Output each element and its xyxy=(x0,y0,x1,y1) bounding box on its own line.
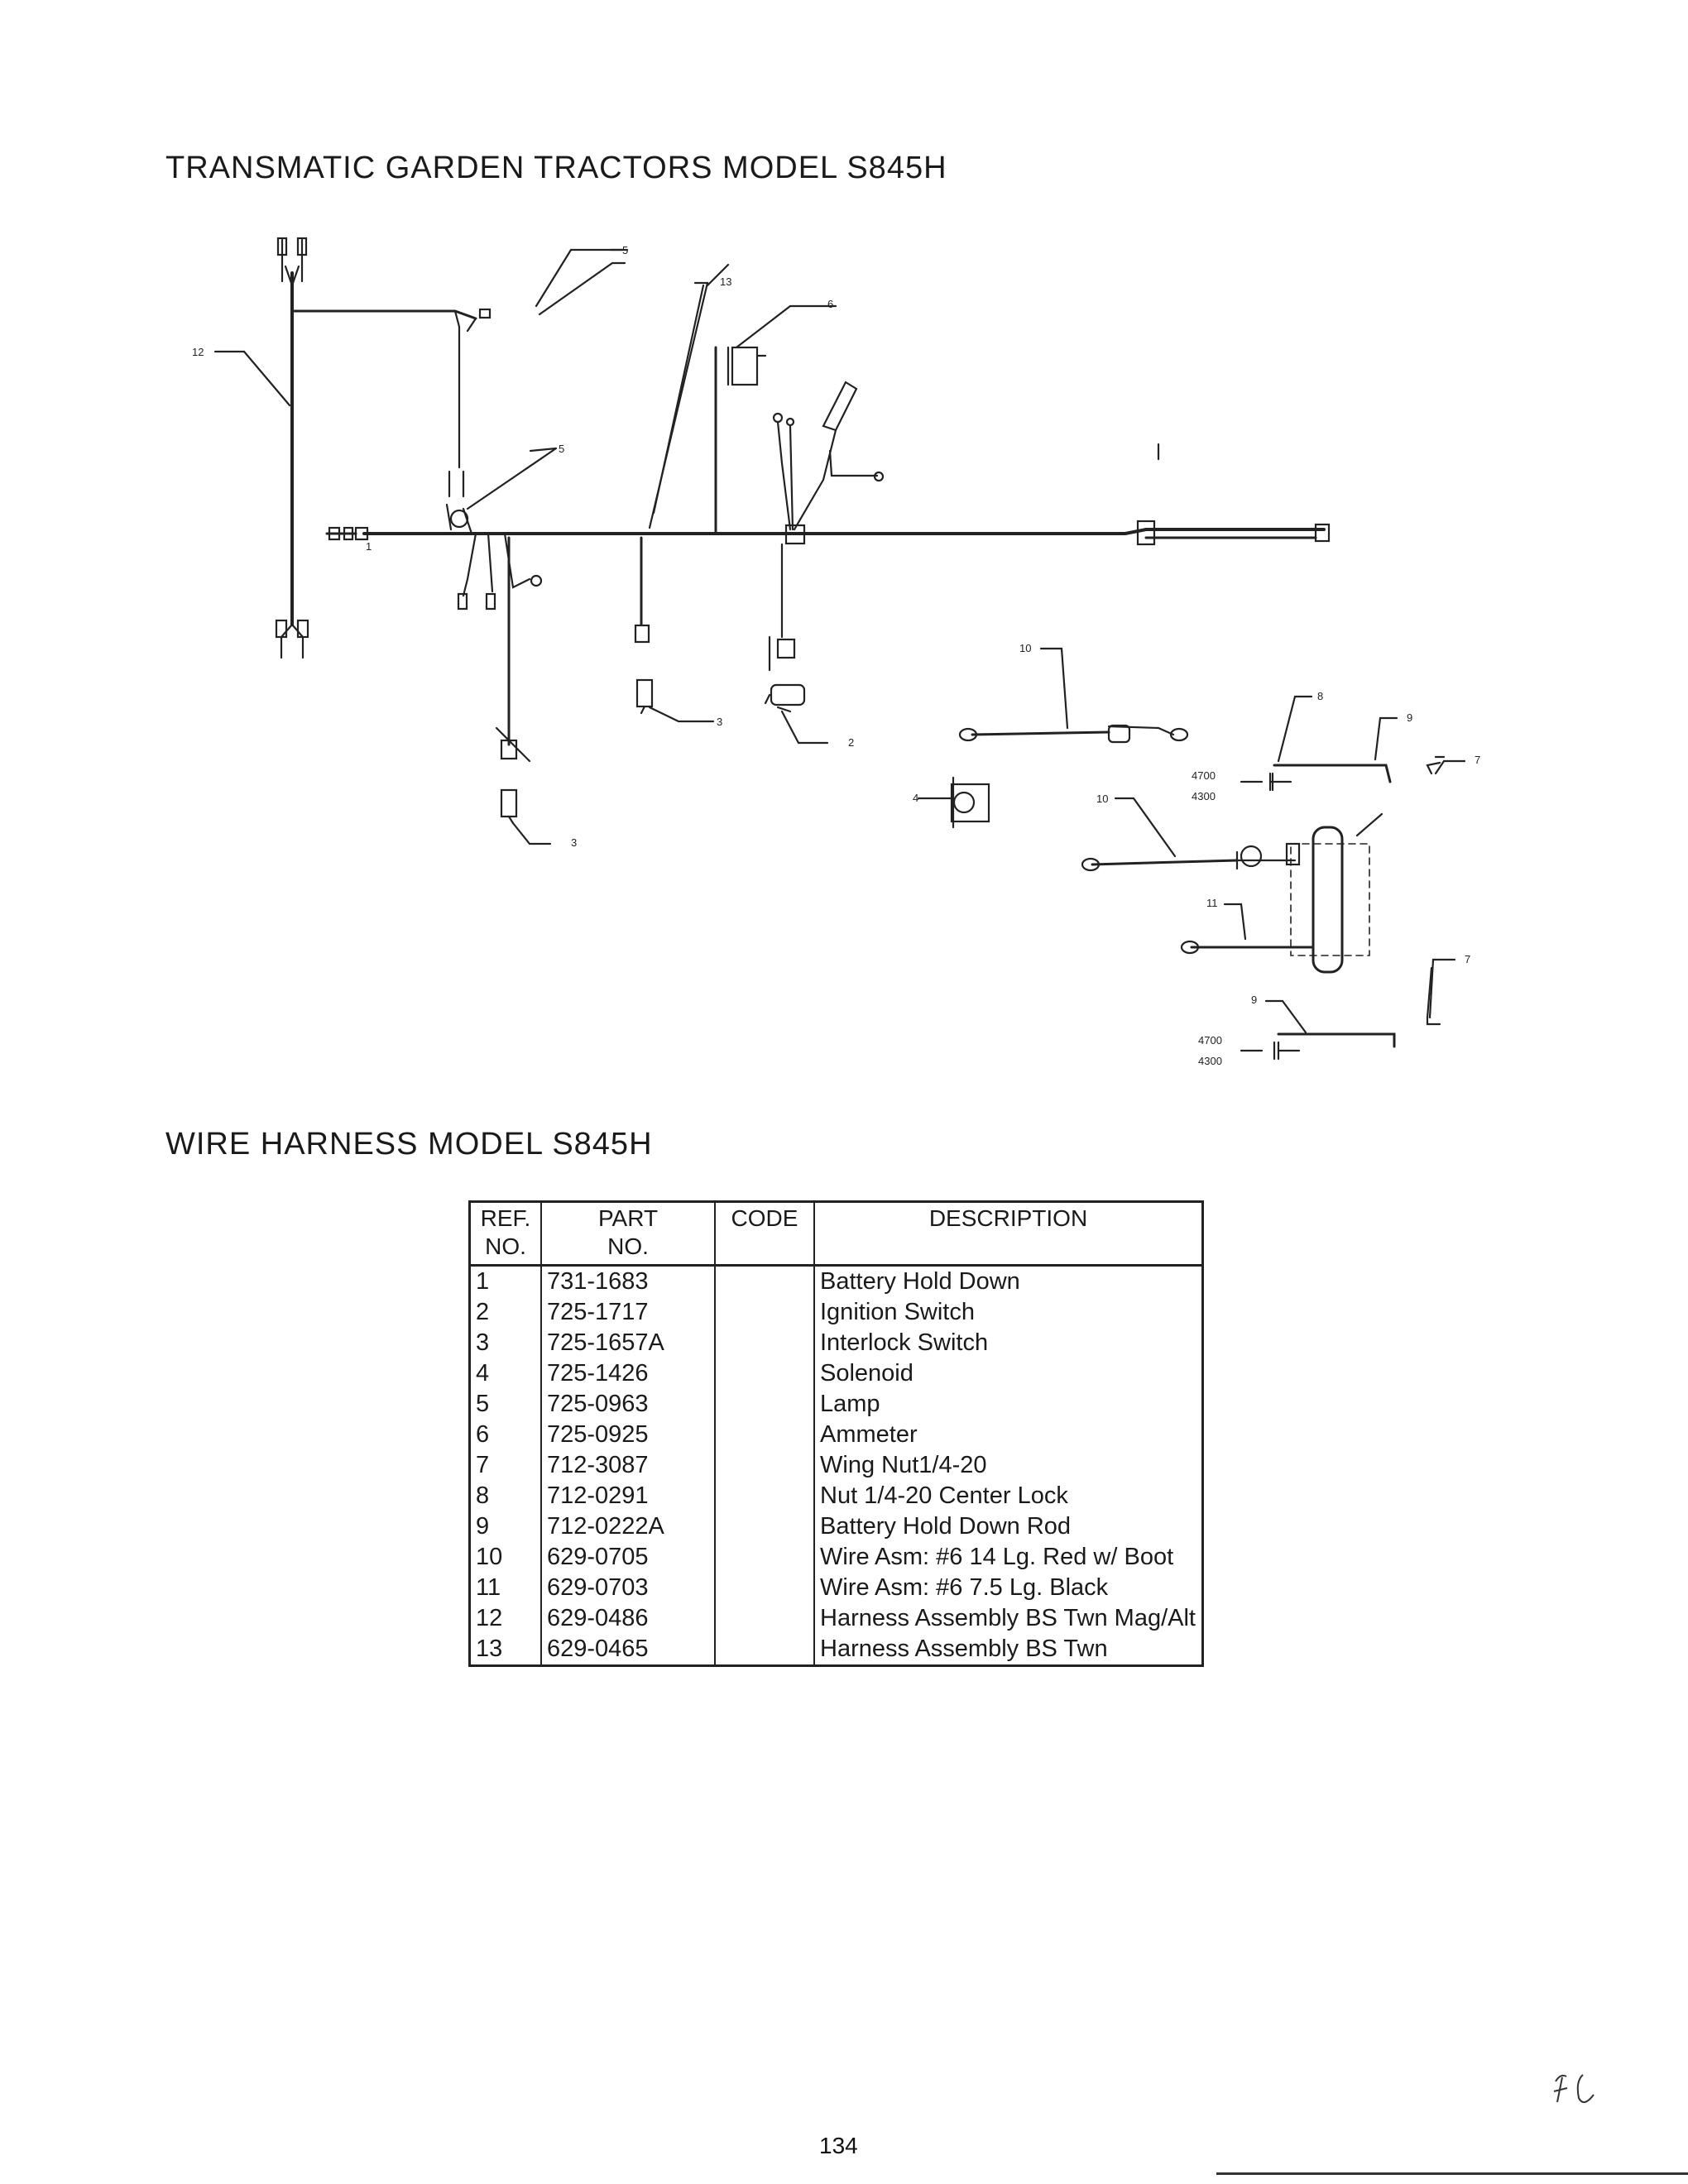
callout-12: 12 xyxy=(192,346,204,358)
cell-part: 725-1426 xyxy=(541,1358,716,1389)
callout-5-lower: 5 xyxy=(559,443,564,455)
cell-code xyxy=(715,1511,815,1542)
cell-part: 629-0705 xyxy=(541,1542,716,1573)
cell-ref: 5 xyxy=(469,1389,542,1420)
cell-code xyxy=(715,1420,815,1450)
cell-description: Lamp xyxy=(820,1391,880,1417)
cell-ref: 13 xyxy=(469,1634,542,1666)
cell-ref: 2 xyxy=(469,1297,542,1328)
cell-description: Solenoid xyxy=(820,1360,914,1387)
cell-description: Battery Hold Down xyxy=(820,1268,1020,1295)
callout-1: 1 xyxy=(366,540,372,553)
cell-code xyxy=(715,1297,815,1328)
cell-ref: 9 xyxy=(469,1511,542,1542)
cell-description: Ammeter xyxy=(820,1421,918,1448)
page-number: 134 xyxy=(819,2133,858,2158)
cell-description: Wire Asm: #6 14 Lg. Red w/ Boot xyxy=(820,1544,1174,1570)
col-description: DESCRIPTION xyxy=(814,1201,1203,1267)
cell-description: Battery Hold Down Rod xyxy=(820,1513,1072,1540)
callout-10-upper: 10 xyxy=(1019,642,1031,654)
cell-ref: 8 xyxy=(469,1481,542,1511)
cell-description: Ignition Switch xyxy=(820,1299,975,1325)
dim-4300-lower: 4300 xyxy=(1198,1055,1222,1067)
callout-5-upper: 5 xyxy=(622,244,628,256)
cell-code xyxy=(715,1358,815,1389)
cell-description: Wing Nut1/4-20 xyxy=(820,1452,987,1478)
callout-6: 6 xyxy=(827,298,833,310)
cell-code xyxy=(715,1573,815,1603)
cell-part: 731-1683 xyxy=(541,1265,716,1297)
cell-description: Wire Asm: #6 7.5 Lg. Black xyxy=(820,1574,1109,1601)
callout-4: 4 xyxy=(913,792,918,804)
callout-7-lower: 7 xyxy=(1465,953,1470,965)
cell-description: Harness Assembly BS Twn xyxy=(820,1636,1108,1662)
cell-ref: 1 xyxy=(469,1265,542,1297)
cell-code xyxy=(715,1634,815,1666)
cell-part: 725-1657A xyxy=(541,1328,716,1358)
cell-ref: 6 xyxy=(469,1420,542,1450)
cell-part: 725-1717 xyxy=(541,1297,716,1328)
callout-9-upper: 9 xyxy=(1407,711,1412,724)
cell-ref: 10 xyxy=(469,1542,542,1573)
callout-3-lower: 3 xyxy=(571,836,577,849)
cell-part: 629-0703 xyxy=(541,1573,716,1603)
cell-description: Interlock Switch xyxy=(820,1329,989,1356)
cell-code xyxy=(715,1328,815,1358)
cell-code xyxy=(715,1389,815,1420)
page-title: TRANSMATIC GARDEN TRACTORS MODEL S845H xyxy=(165,151,947,185)
bottom-rule xyxy=(1216,2172,1688,2175)
cell-part: 712-3087 xyxy=(541,1450,716,1481)
callout-3-upper: 3 xyxy=(717,716,722,728)
wire-harness-diagram: 12 5 13 6 5 1 3 2 3 4 10 10 8 9 7 11 7 9… xyxy=(192,237,1480,1067)
cell-code xyxy=(715,1603,815,1634)
cell-part: 629-0486 xyxy=(541,1603,716,1634)
callout-10-lower: 10 xyxy=(1096,793,1108,805)
callout-9-lower: 9 xyxy=(1251,994,1257,1006)
cell-ref: 7 xyxy=(469,1450,542,1481)
cell-ref: 11 xyxy=(469,1573,542,1603)
cell-part: 712-0222A xyxy=(541,1511,716,1542)
cell-description: Harness Assembly BS Twn Mag/Alt xyxy=(820,1605,1196,1631)
cell-ref: 12 xyxy=(469,1603,542,1634)
callout-2: 2 xyxy=(848,736,854,749)
callout-11: 11 xyxy=(1206,897,1218,909)
callout-13: 13 xyxy=(720,275,731,288)
cell-part: 712-0291 xyxy=(541,1481,716,1511)
cell-part: 725-0925 xyxy=(541,1420,716,1450)
callout-7-upper: 7 xyxy=(1475,754,1480,766)
cell-ref: 4 xyxy=(469,1358,542,1389)
cell-part: 725-0963 xyxy=(541,1389,716,1420)
table-heading: WIRE HARNESS MODEL S845H xyxy=(165,1127,653,1161)
col-ref-no: REF.NO. xyxy=(469,1201,542,1267)
dim-4700-lower: 4700 xyxy=(1198,1034,1222,1046)
dim-4300-upper: 4300 xyxy=(1192,790,1216,802)
cell-description: Nut 1/4-20 Center Lock xyxy=(820,1482,1068,1509)
cell-part: 629-0465 xyxy=(541,1634,716,1666)
cell-code xyxy=(715,1450,815,1481)
cell-code xyxy=(715,1265,815,1297)
cell-code xyxy=(715,1481,815,1511)
cell-ref: 3 xyxy=(469,1328,542,1358)
callout-8: 8 xyxy=(1317,690,1323,702)
col-code: CODE xyxy=(715,1201,815,1267)
dim-4700-upper: 4700 xyxy=(1192,769,1216,782)
cell-code xyxy=(715,1542,815,1573)
handwritten-initials xyxy=(1553,2074,1594,2104)
